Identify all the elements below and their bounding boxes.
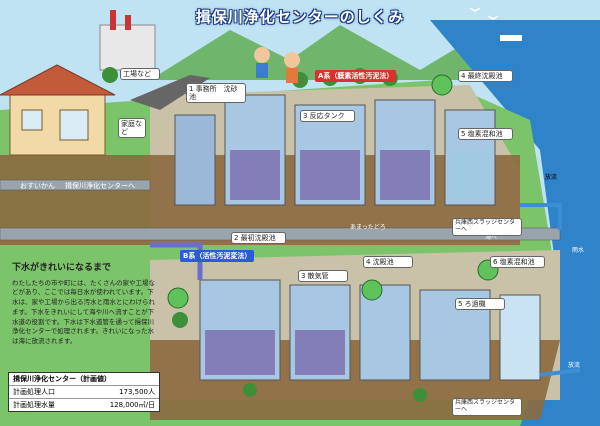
system-b-label: B系（活性汚泥変法） — [180, 250, 255, 262]
top-tanks — [174, 94, 496, 206]
page-title: 揖保川浄化センターのしくみ — [195, 8, 405, 26]
bottom-tanks — [199, 279, 541, 381]
mountains — [150, 25, 520, 80]
birds — [469, 7, 499, 20]
label-primary-clarifier-top: 2 最初沈殿池 — [231, 232, 286, 245]
to-sea-label: 海へ — [485, 234, 498, 241]
factory — [99, 10, 156, 71]
label-chlorine-bottom: 6 塩素混和池 — [490, 256, 545, 269]
label-filter: 5 ろ過機 — [455, 298, 505, 311]
sewage-pipe-label: あまったどろ — [350, 224, 386, 231]
sludge-bottom-label: 兵庫西スラッジセンターへ — [452, 398, 522, 416]
label-settling: 4 沈殿池 — [363, 256, 413, 269]
label-reaction-tank: 3 反応タンク — [300, 110, 355, 123]
discharge-bottom-label: 放流 — [568, 362, 581, 369]
info-box: 下水がきれいになるまで わたしたちの市や町には、たくさんの家や工場などがあり、こ… — [12, 262, 157, 347]
system-a-label: A系（膜素活性汚泥法） — [315, 70, 397, 82]
house — [0, 64, 116, 156]
children — [254, 47, 300, 83]
discharge-top-label: 放流 — [545, 174, 558, 181]
label-office-grit: 1 事務所 沈砂池 — [186, 83, 246, 104]
label-final-clarifier-top: 4 最終沈殿池 — [458, 70, 513, 83]
label-aeration: 3 散気管 — [298, 270, 348, 283]
stats-heading: 揖保川浄化センター（計画値） — [9, 373, 159, 385]
label-chlorine-top: 5 塩素混和池 — [458, 128, 513, 141]
factory-label: 工場など — [120, 68, 160, 81]
boat — [500, 35, 522, 41]
house-label: 家庭など — [118, 118, 146, 139]
sludge-top-label: 兵庫西スラッジセンターへ — [452, 218, 522, 236]
to-center-label: 揖保川浄化センターへ — [65, 182, 135, 190]
info-heading: 下水がきれいになるまで — [12, 263, 112, 273]
info-body: わたしたちの市や町には、たくさんの家や工場などがあり、ここでは毎日水が使われてい… — [12, 278, 155, 346]
house-pipe-label: おすいかん — [20, 182, 55, 190]
rain-label: 雨水 — [572, 247, 585, 254]
